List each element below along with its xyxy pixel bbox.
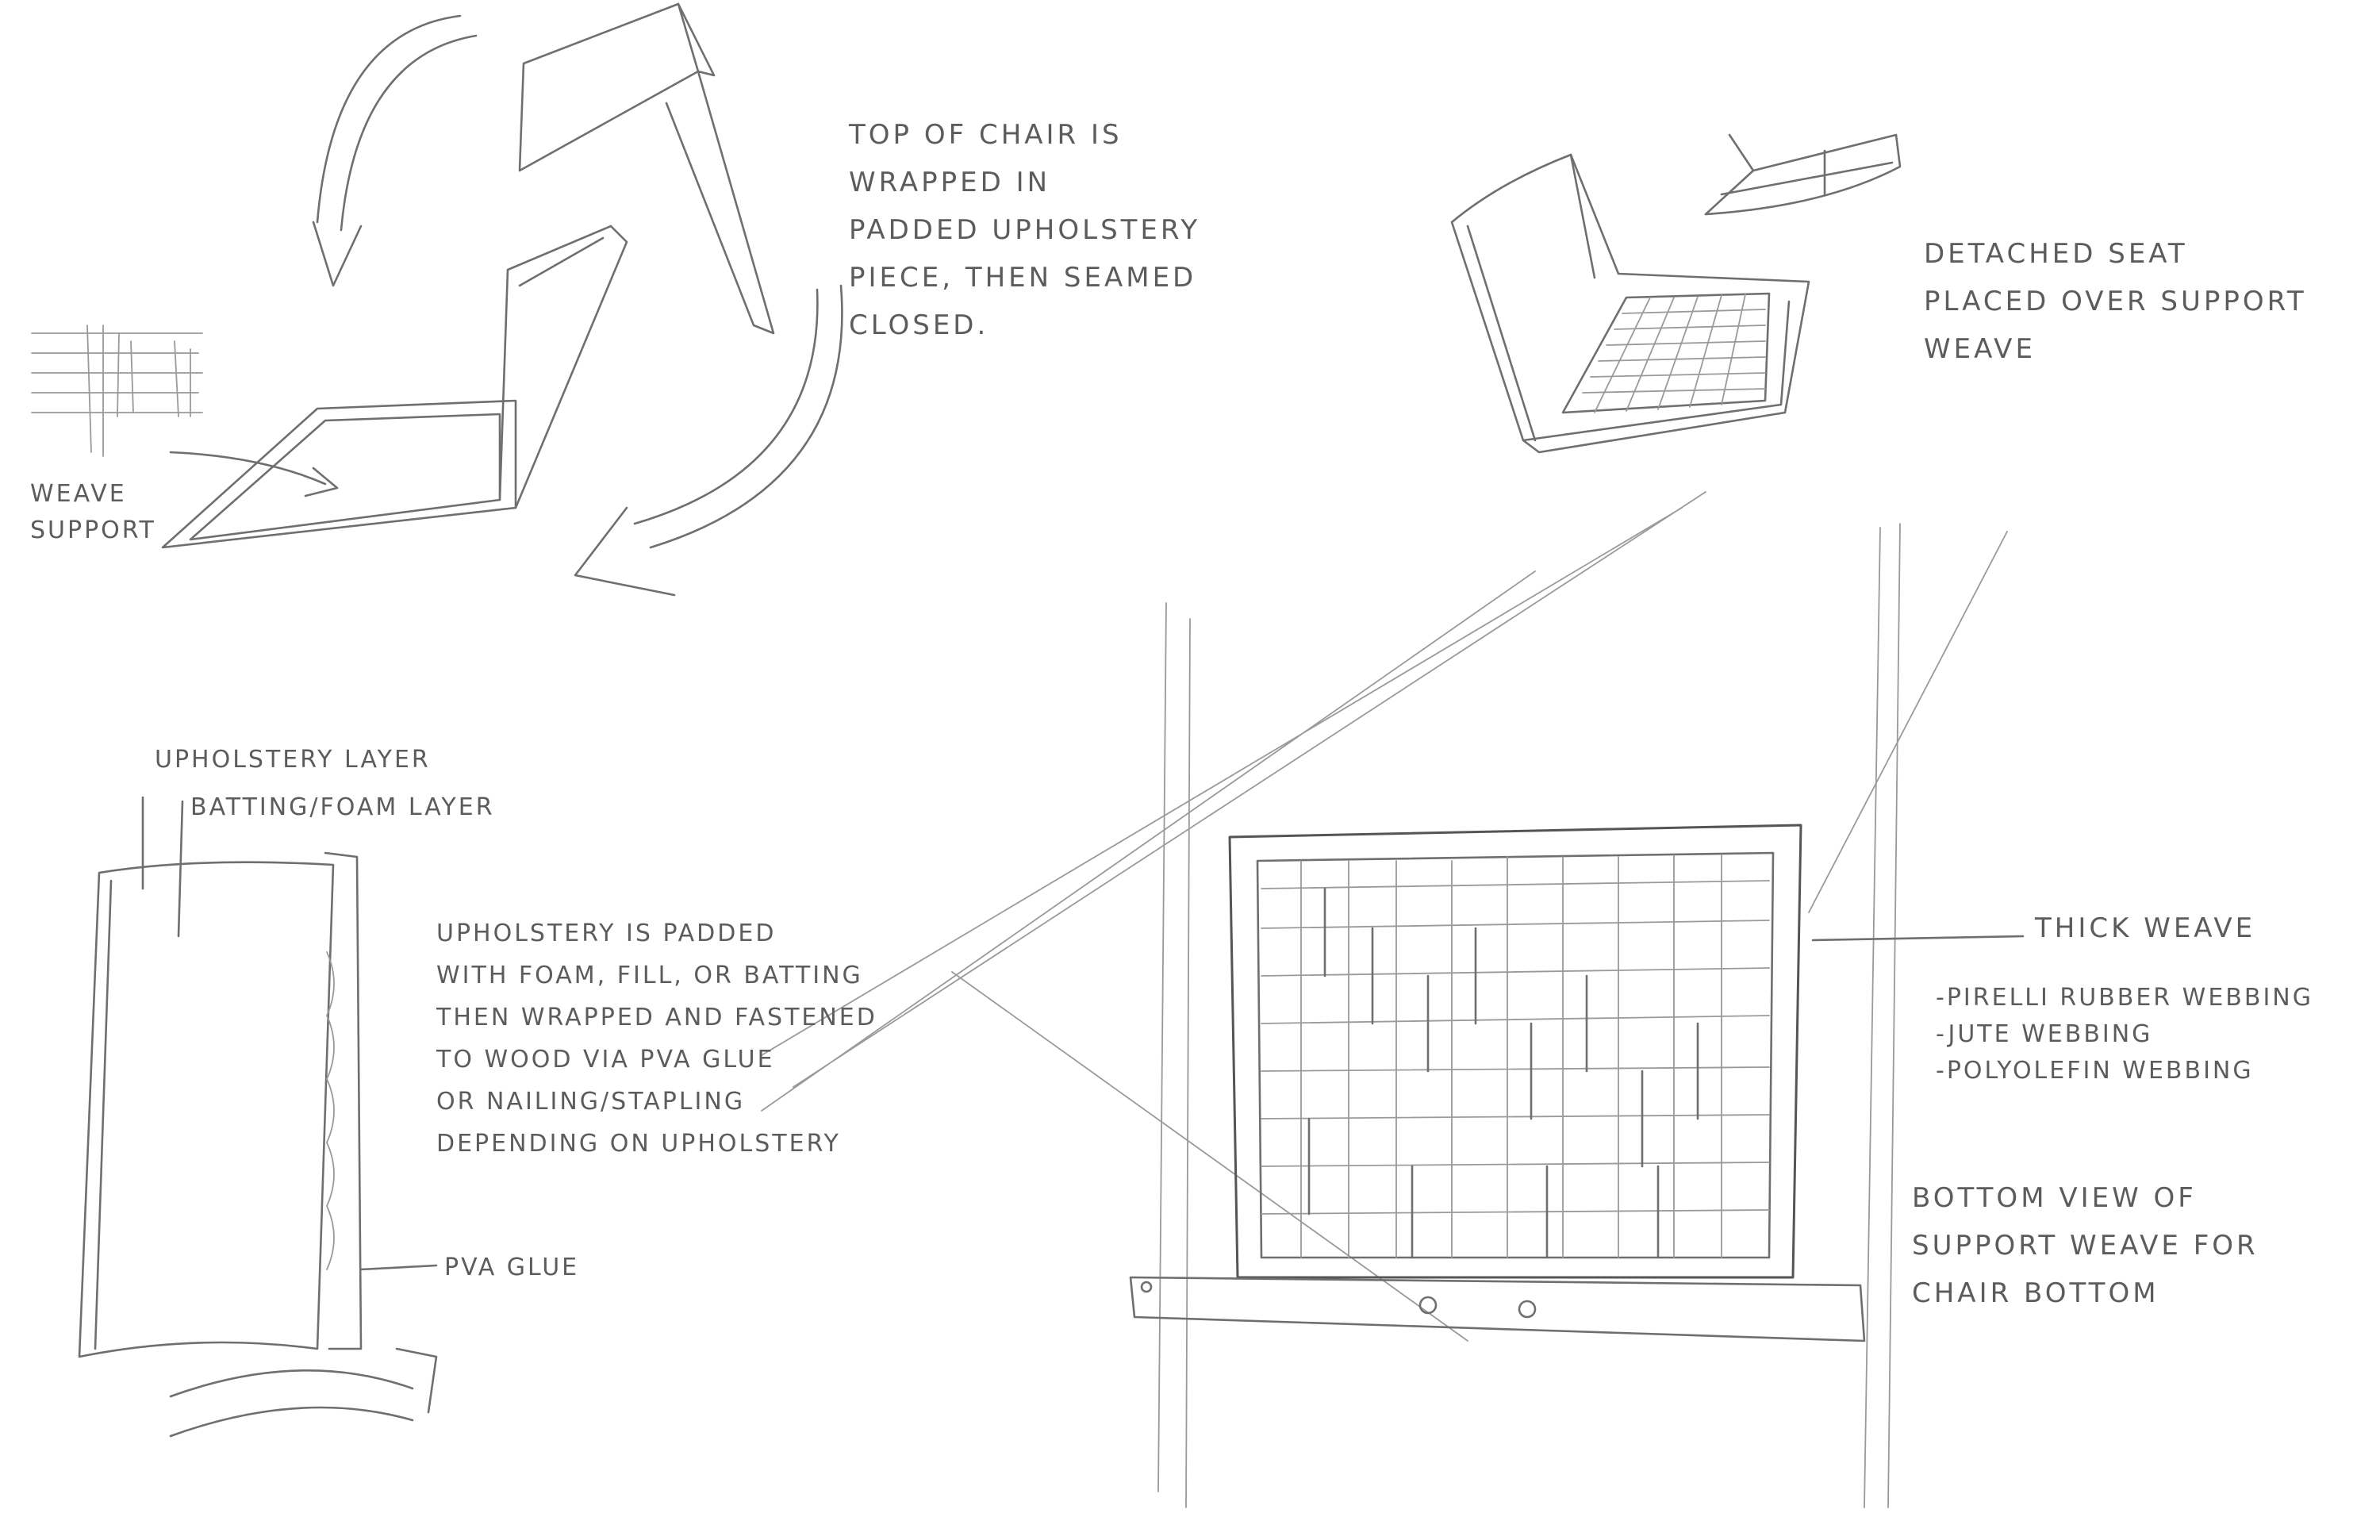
upholstery-layer-label: UPHOLSTERY LAYER	[155, 742, 431, 778]
note-line: PADDED UPHOLSTERY	[849, 214, 1201, 246]
chair-frame-sketch	[31, 2, 775, 549]
note-line: WITH FOAM, FILL, OR BATTING	[436, 962, 863, 989]
note-line: UPHOLSTERY LAYER	[155, 746, 431, 774]
note-line: THICK WEAVE	[2035, 912, 2256, 944]
note-line: PVA GLUE	[444, 1254, 580, 1281]
note-line: SUPPORT WEAVE FOR	[1912, 1230, 2259, 1262]
curved-arrow-left	[312, 14, 478, 287]
note-line: -POLYOLEFIN WEBBING	[1936, 1057, 2254, 1085]
note-line: -PIRELLI RUBBER WEBBING	[1936, 984, 2313, 1012]
note-line: DEPENDING ON UPHOLSTERY	[436, 1130, 841, 1158]
note-line: -JUTE WEBBING	[1936, 1020, 2153, 1048]
thick-weave-label: THICK WEAVE	[2035, 904, 2255, 952]
detached-seat-sketch	[1450, 133, 1902, 454]
note-line: WEAVE	[30, 480, 127, 508]
pva-glue-label: PVA GLUE	[444, 1250, 579, 1286]
webbing-types-list: -PIRELLI RUBBER WEBBING -JUTE WEBBING -P…	[1936, 980, 2313, 1089]
note-line: DETACHED SEAT	[1924, 238, 2188, 270]
note-line: PLACED OVER SUPPORT	[1924, 286, 2307, 317]
note-line: WEAVE	[1924, 333, 2036, 365]
note-line: PIECE, THEN SEAMED	[849, 262, 1197, 294]
note-line: THEN WRAPPED AND FASTENED	[436, 1004, 877, 1031]
detached-seat-note: DETACHED SEAT PLACED OVER SUPPORT WEAVE	[1924, 230, 2307, 373]
upholstery-padded-note: UPHOLSTERY IS PADDED WITH FOAM, FILL, OR…	[436, 912, 877, 1165]
bottom-view-weave-sketch	[761, 491, 2025, 1508]
note-line: CLOSED.	[849, 309, 989, 341]
note-line: CHAIR BOTTOM	[1912, 1277, 2159, 1309]
note-line: BOTTOM VIEW OF	[1912, 1182, 2197, 1214]
top-of-chair-note: TOP OF CHAIR IS WRAPPED IN PADDED UPHOLS…	[849, 111, 1200, 349]
note-line: BATTING/FOAM LAYER	[190, 793, 495, 821]
note-line: OR NAILING/STAPLING	[436, 1088, 746, 1116]
note-line: WRAPPED IN	[849, 167, 1051, 198]
note-line: UPHOLSTERY IS PADDED	[436, 920, 777, 947]
batting-foam-layer-label: BATTING/FOAM LAYER	[190, 789, 495, 826]
note-line: TO WOOD VIA PVA GLUE	[436, 1046, 775, 1073]
bottom-view-note: BOTTOM VIEW OF SUPPORT WEAVE FOR CHAIR B…	[1912, 1174, 2259, 1317]
note-line: SUPPORT	[30, 517, 156, 544]
upholstery-cross-section	[78, 796, 438, 1438]
weave-support-label: WEAVE SUPPORT	[30, 476, 156, 549]
note-line: TOP OF CHAIR IS	[849, 119, 1123, 151]
curved-arrow-right	[574, 284, 843, 597]
